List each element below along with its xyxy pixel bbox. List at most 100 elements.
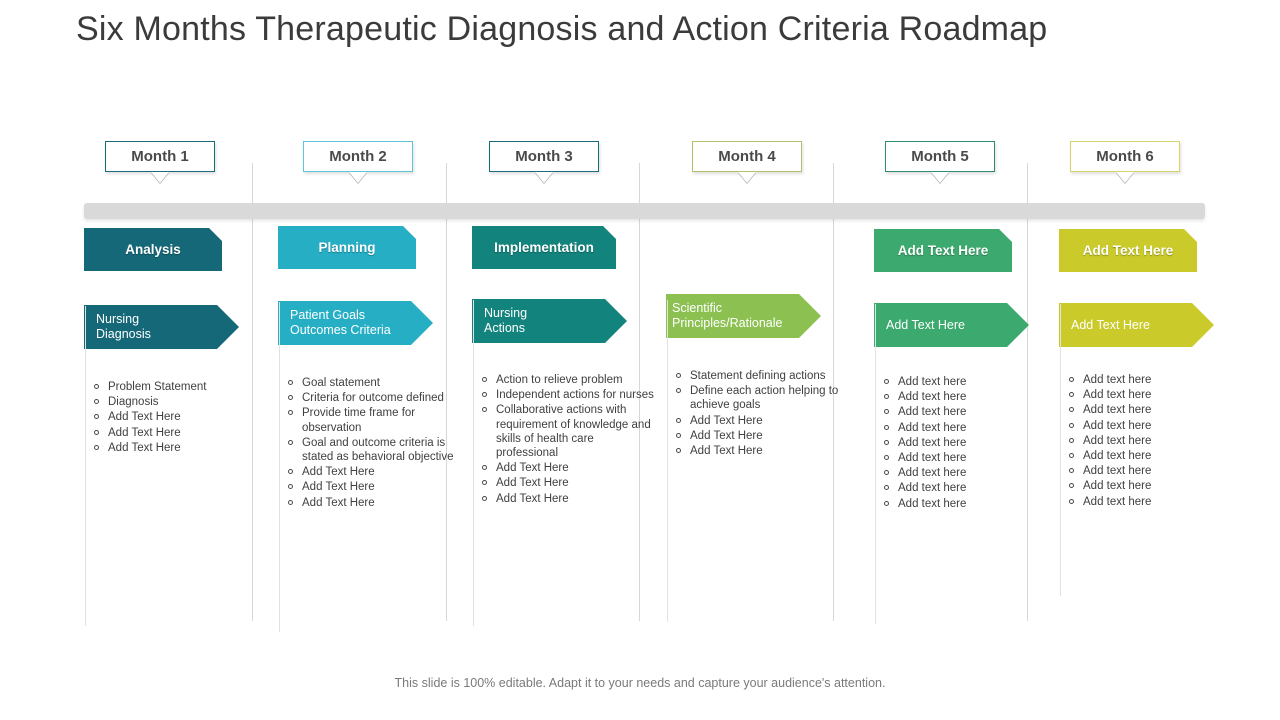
column-header-label: Analysis [125, 242, 181, 257]
month-badge-label: Month 2 [329, 148, 387, 165]
column-subtitle-1[interactable]: Nursing Diagnosis [84, 305, 239, 349]
list-item: Add Text Here [482, 492, 658, 506]
month-badge-row: Month 1 Month 2 Month 3 Month 4 Month 5 … [0, 141, 1280, 187]
column-rule-6 [1060, 304, 1061, 596]
footer-note: This slide is 100% editable. Adapt it to… [394, 676, 886, 690]
list-item: Add Text Here [482, 476, 658, 490]
list-item: Add text here [884, 466, 1046, 480]
roadmap-column-3: Implementation Nursing Actions Action to… [472, 226, 664, 626]
column-header-3[interactable]: Implementation [472, 226, 616, 269]
badge-tail-icon [1116, 172, 1134, 183]
list-item: Add text here [884, 481, 1046, 495]
timeline-bar [84, 203, 1205, 219]
list-item: Add text here [884, 436, 1046, 450]
column-divider-5 [1027, 163, 1028, 621]
column-header-2[interactable]: Planning [278, 226, 416, 269]
column-header-1[interactable]: Analysis [84, 228, 222, 271]
column-header-label: Planning [318, 240, 376, 255]
list-item: Add text here [884, 497, 1046, 511]
subtitle-line-1: Nursing [96, 312, 140, 326]
list-item: Add text here [1069, 464, 1231, 478]
list-item: Add Text Here [94, 426, 270, 440]
bullet-list-4: Statement defining actions Define each a… [666, 369, 858, 458]
list-item: Action to relieve problem [482, 373, 658, 387]
badge-tail-icon [151, 172, 169, 183]
subtitle-line-2: Principles/Rationale [672, 316, 783, 330]
list-item: Add Text Here [676, 414, 852, 428]
list-item: Add text here [884, 451, 1046, 465]
list-item: Goal statement [288, 376, 464, 390]
column-rule-5 [875, 304, 876, 624]
column-rule-1 [85, 306, 86, 626]
list-item: Collaborative actions with requirement o… [482, 403, 658, 460]
list-item: Add Text Here [676, 429, 852, 443]
page-title: Six Months Therapeutic Diagnosis and Act… [76, 10, 1048, 48]
list-item: Add Text Here [288, 480, 464, 494]
list-item: Add Text Here [288, 496, 464, 510]
bullet-list-2: Goal statement Criteria for outcome defi… [278, 376, 470, 510]
badge-tail-icon [349, 172, 367, 183]
list-item: Diagnosis [94, 395, 270, 409]
badge-tail-icon [535, 172, 553, 183]
column-header-5[interactable]: Add Text Here [874, 229, 1012, 272]
roadmap-column-6: Add Text Here Add Text Here Add text her… [1045, 229, 1237, 596]
column-header-label: Implementation [494, 240, 594, 255]
list-item: Add text here [884, 405, 1046, 419]
roadmap-column-4: Scientific Principles/Rationale Statemen… [666, 226, 858, 622]
month-badge-4[interactable]: Month 4 [692, 141, 802, 183]
month-badge-label: Month 1 [131, 148, 189, 165]
month-badge-2[interactable]: Month 2 [303, 141, 413, 183]
list-item: Problem Statement [94, 380, 270, 394]
list-item: Add Text Here [676, 444, 852, 458]
month-badge-1[interactable]: Month 1 [105, 141, 215, 183]
column-header-label: Add Text Here [897, 243, 989, 258]
month-badge-6[interactable]: Month 6 [1070, 141, 1180, 183]
roadmap-column-1: Analysis Nursing Diagnosis Problem State… [84, 228, 276, 626]
list-item: Add text here [1069, 373, 1231, 387]
column-divider-2 [446, 163, 447, 621]
column-subtitle-4[interactable]: Scientific Principles/Rationale [666, 294, 821, 338]
column-header-label: Add Text Here [1082, 243, 1174, 258]
list-item: Add Text Here [288, 465, 464, 479]
list-item: Add text here [1069, 434, 1231, 448]
column-divider-1 [252, 163, 253, 621]
bullet-list-1: Problem Statement Diagnosis Add Text Her… [84, 380, 276, 455]
subtitle-line-2: Diagnosis [96, 327, 151, 341]
column-subtitle-5[interactable]: Add Text Here [874, 303, 1029, 347]
list-item: Add text here [1069, 495, 1231, 509]
list-item: Add text here [884, 421, 1046, 435]
column-subtitle-2[interactable]: Patient Goals Outcomes Criteria [278, 301, 433, 345]
list-item: Add text here [884, 375, 1046, 389]
column-subtitle-6[interactable]: Add Text Here [1059, 303, 1214, 347]
column-header-6[interactable]: Add Text Here [1059, 229, 1197, 272]
column-divider-4 [833, 163, 834, 621]
list-item: Goal and outcome criteria is stated as b… [288, 436, 464, 464]
month-badge-3[interactable]: Month 3 [489, 141, 599, 183]
list-item: Statement defining actions [676, 369, 852, 383]
month-badge-5[interactable]: Month 5 [885, 141, 995, 183]
list-item: Add text here [1069, 419, 1231, 433]
list-item: Independent actions for nurses [482, 388, 658, 402]
column-rule-4 [667, 300, 668, 622]
month-badge-label: Month 5 [911, 148, 969, 165]
list-item: Add text here [1069, 479, 1231, 493]
subtitle-line-1: Add Text Here [1071, 317, 1150, 332]
badge-tail-icon [931, 172, 949, 183]
subtitle-line-2: Actions [484, 321, 525, 335]
column-divider-3 [639, 163, 640, 621]
month-badge-label: Month 4 [718, 148, 776, 165]
subtitle-line-1: Patient Goals [290, 308, 366, 322]
badge-tail-icon [738, 172, 756, 183]
list-item: Add Text Here [94, 410, 270, 424]
list-item: Criteria for outcome defined [288, 391, 464, 405]
list-item: Define each action helping to achieve go… [676, 384, 852, 412]
roadmap-column-2: Planning Patient Goals Outcomes Criteria… [278, 226, 470, 632]
month-badge-label: Month 3 [515, 148, 573, 165]
column-subtitle-3[interactable]: Nursing Actions [472, 299, 627, 343]
list-item: Provide time frame for observation [288, 406, 464, 434]
subtitle-line-2: Outcomes Criteria [290, 323, 391, 337]
list-item: Add Text Here [482, 461, 658, 475]
list-item: Add text here [884, 390, 1046, 404]
list-item: Add text here [1069, 388, 1231, 402]
